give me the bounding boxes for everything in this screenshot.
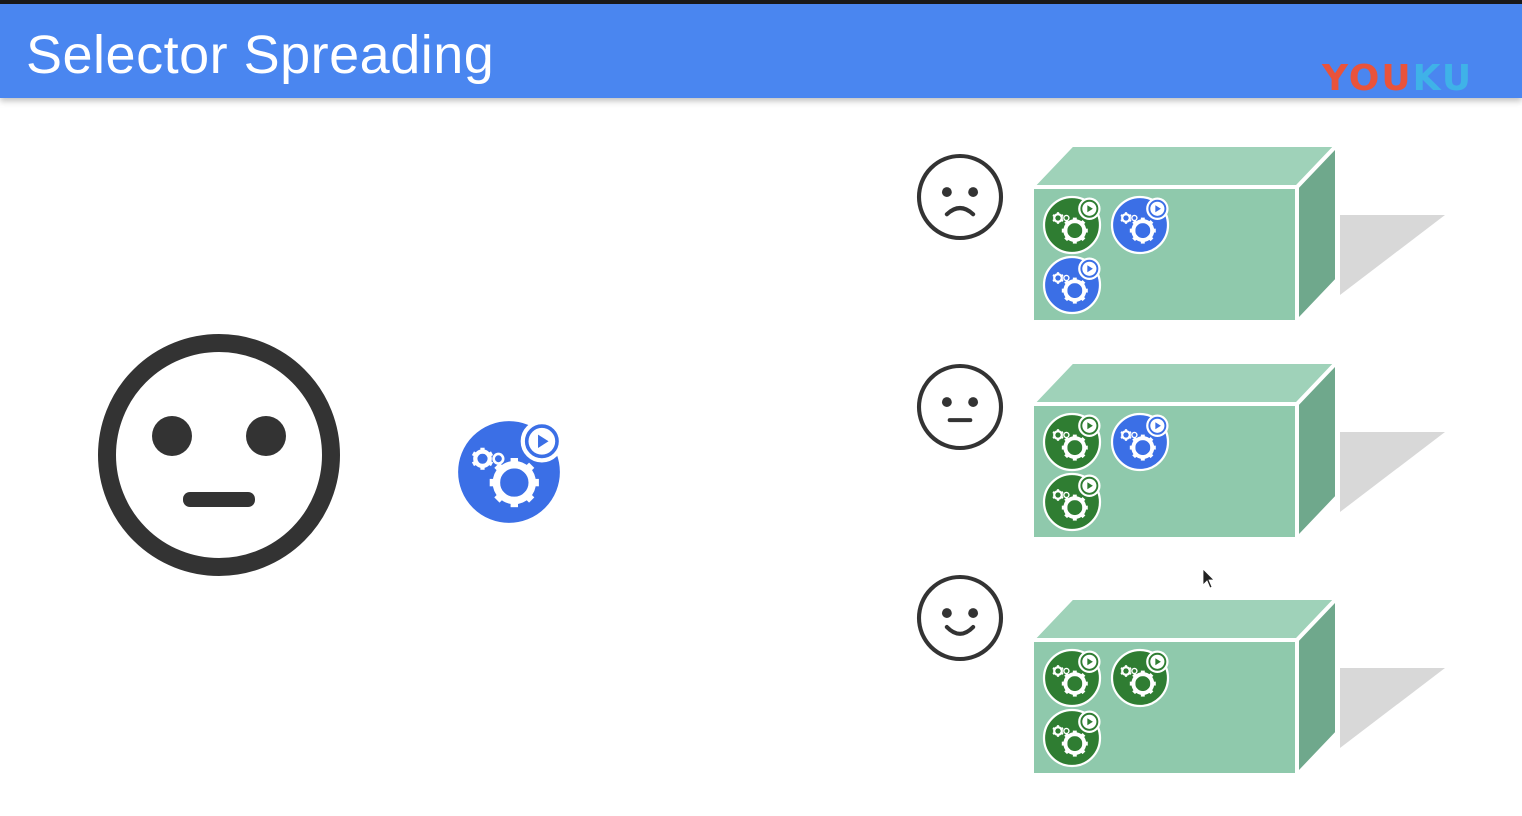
green-pod-icon	[1042, 648, 1102, 708]
happy-face-icon	[916, 574, 1004, 662]
blue-pod-icon	[1042, 255, 1102, 315]
incoming-pod-icon	[453, 416, 565, 528]
top-border	[0, 0, 1522, 4]
green-pod-icon	[1042, 412, 1102, 472]
green-pod-icon	[1042, 195, 1102, 255]
node-box	[1030, 143, 1445, 324]
green-pod-icon	[1042, 472, 1102, 532]
green-pod-icon	[1042, 708, 1102, 768]
mouse-cursor-icon	[1202, 568, 1215, 589]
blue-pod-icon	[1110, 195, 1170, 255]
slide-header: Selector Spreading YOUKU	[0, 4, 1522, 99]
node-list	[916, 143, 1445, 777]
green-pod-icon	[1110, 648, 1170, 708]
incoming-pod-icon	[453, 416, 565, 528]
blue-pod-icon	[1110, 412, 1170, 472]
slide-title: Selector Spreading	[26, 25, 495, 85]
node-box	[1030, 360, 1445, 541]
node-box	[1030, 596, 1445, 777]
youku-watermark-logo: YOUKU	[1322, 58, 1474, 99]
sad-face-icon	[916, 153, 1004, 241]
neutral-face-icon	[916, 363, 1004, 451]
scheduler-face-icon	[98, 334, 340, 576]
